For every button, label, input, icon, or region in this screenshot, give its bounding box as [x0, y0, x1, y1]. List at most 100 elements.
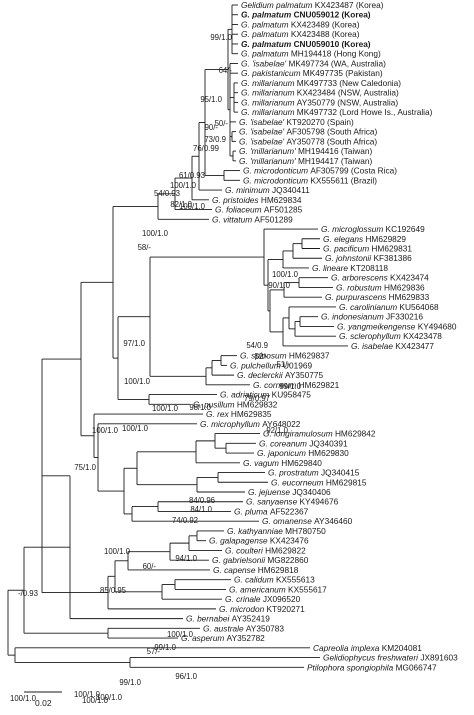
taxon-name: G. japonicum: [257, 448, 308, 458]
tip-label: G. elegans HM629829: [323, 234, 406, 244]
tip-label: Gelidium palmatum KX423487 (Korea): [241, 0, 384, 10]
accession: HM629835: [231, 409, 272, 419]
support-value: 100/1.0: [104, 547, 131, 556]
accession: HM629837: [289, 351, 330, 361]
taxon-name: Capreolia implexa: [313, 643, 382, 653]
taxon-name: G. millarianum: [241, 97, 297, 107]
taxon-name: G. rex: [206, 409, 231, 419]
accession: HM629818: [258, 565, 299, 575]
tip-labels: Gelidium palmatum KX423487 (Korea) G. pal…: [181, 0, 458, 672]
accession: KX423477: [395, 341, 434, 351]
accession: HM629834: [261, 195, 302, 205]
accession: AY346460: [314, 516, 353, 526]
accession: HM629829: [365, 234, 406, 244]
taxon-name: G. jejuense: [248, 487, 292, 497]
accession: MG066747: [396, 662, 437, 672]
taxon-name: G. longiramulosum: [263, 429, 335, 439]
tip-label: G. vagum HM629840: [243, 458, 322, 468]
support-value: 85/0.95: [100, 586, 127, 595]
tip-label: G. vittatum AF501289: [212, 214, 293, 224]
tip-label: G. millarianum MK497732 (Lord Howe Is., …: [241, 107, 433, 117]
accession: U01969: [283, 360, 312, 370]
support-value: 64/-: [219, 66, 233, 75]
tip-label: G. eucorneum HM629815: [271, 477, 367, 487]
accession: MK497735 (Pakistan): [303, 68, 383, 78]
accession: KX423474: [390, 273, 429, 283]
support-value: 95/1.0: [200, 95, 222, 104]
tip-label: G. millarianum KX423484 (NSW, Australia): [241, 88, 399, 98]
support-value: 90/1.0: [268, 281, 290, 290]
tip-label: G. pakistanicum MK497735 (Pakistan): [241, 68, 383, 78]
support-value: 57/-: [147, 647, 161, 656]
tip-label: G. australe AY350783: [203, 623, 284, 633]
accession: HM629831: [371, 244, 412, 254]
taxon-name: G. microdonticum: [243, 166, 310, 176]
tip-label: G. gabrielsonii MG822860: [212, 555, 309, 565]
taxon-name: G. yangmeikengense: [337, 321, 418, 331]
tip-label: G. pusillum HM629832: [193, 399, 278, 409]
taxon-name: G. declerckii: [237, 370, 285, 380]
support-value: 51/-: [277, 360, 291, 369]
accession: JQ340406: [292, 487, 331, 497]
accession: JX096520: [263, 594, 301, 604]
tip-label: G. longiramulosum HM629842: [263, 429, 376, 439]
tip-label: G. crinale JX096520: [225, 594, 301, 604]
taxon-name: G. johnstonii: [325, 253, 373, 263]
support-value: 84/0.96: [189, 496, 215, 505]
support-value: 74/0.92: [172, 516, 198, 525]
taxon-name: G. isabelae: [351, 341, 395, 351]
taxon-name: G. prostratum: [268, 468, 321, 478]
tip-label: G. millarianum MK497733 (New Caledonia): [241, 78, 401, 88]
accession: HM629822: [265, 545, 306, 555]
support-value: 100/1.0: [122, 424, 149, 433]
accession: AY648022: [262, 419, 301, 429]
taxon-name: G. adriaticum: [220, 390, 272, 400]
tip-label: G. capense HM629818: [213, 565, 299, 575]
taxon-name: G. eucorneum: [271, 477, 326, 487]
tip-label: G. palmatum KX423488 (Korea): [241, 29, 360, 39]
support-value: 50/-: [215, 119, 229, 128]
tip-label: G. japonicum HM629830: [257, 448, 349, 458]
accession: KX423488 (Korea): [291, 29, 360, 39]
tip-label: G. lineare KT208118: [312, 263, 388, 273]
tip-label: G. bernabei AY352419: [186, 614, 270, 624]
tip-label: G. prostratum JQ340415: [268, 468, 360, 478]
accession: JQ340415: [321, 468, 360, 478]
accession: KX423476: [270, 536, 309, 546]
tip-label: G. spinosum HM629837: [240, 351, 330, 361]
tip-label: G. 'millarianum' MH194417 (Taiwan): [239, 156, 372, 166]
support-value: 100/1.0: [152, 404, 179, 413]
taxon-name: G. minimum: [225, 185, 272, 195]
accession: HM629840: [281, 458, 322, 468]
accession: KT920270 (Spain): [286, 117, 354, 127]
taxon-name: G. carolinianum: [339, 302, 399, 312]
taxon-name: G. arborescens: [331, 273, 390, 283]
support-value: -/0.93: [18, 589, 38, 598]
accession: CNU059010 (Korea): [294, 39, 371, 49]
accession: AF305799 (Costa Rica): [310, 166, 397, 176]
tip-label: Ptilophora spongiophila MG066747: [307, 662, 437, 672]
support-value: 79/0.97: [244, 394, 270, 403]
tip-label: G. 'isabelae' AF305798 (South Africa): [239, 127, 378, 137]
accession: AY350775: [285, 370, 324, 380]
support-value: 100/1.0: [167, 630, 194, 639]
support-value: 100/1.0: [170, 181, 197, 190]
accession: KX555613: [276, 575, 315, 585]
taxon-name: G. americanum: [229, 584, 288, 594]
taxon-name: G. palmatum: [241, 29, 291, 39]
taxon-name: G. spinosum: [240, 351, 289, 361]
taxon-name: G. vittatum: [212, 214, 254, 224]
accession: MH194418 (Hong Kong): [291, 49, 381, 59]
tip-label: G. isabelae KX423477: [351, 341, 434, 351]
taxon-name: Gelidium palmatum: [241, 0, 315, 10]
accession: HM629832: [237, 399, 278, 409]
tip-label: G. foliaceum AF501285: [215, 205, 303, 215]
taxon-name: G. galapagense: [209, 536, 270, 546]
taxon-name: G. bernabei: [186, 614, 232, 624]
tip-label: G. americanum KX555617: [229, 584, 327, 594]
taxon-name: G. coreanum: [259, 438, 309, 448]
accession: CNU059012 (Korea): [294, 10, 371, 20]
taxon-name: G. corneum: [253, 380, 299, 390]
taxon-name: G. crinale: [225, 594, 263, 604]
support-value: 100/1.0: [272, 270, 299, 279]
